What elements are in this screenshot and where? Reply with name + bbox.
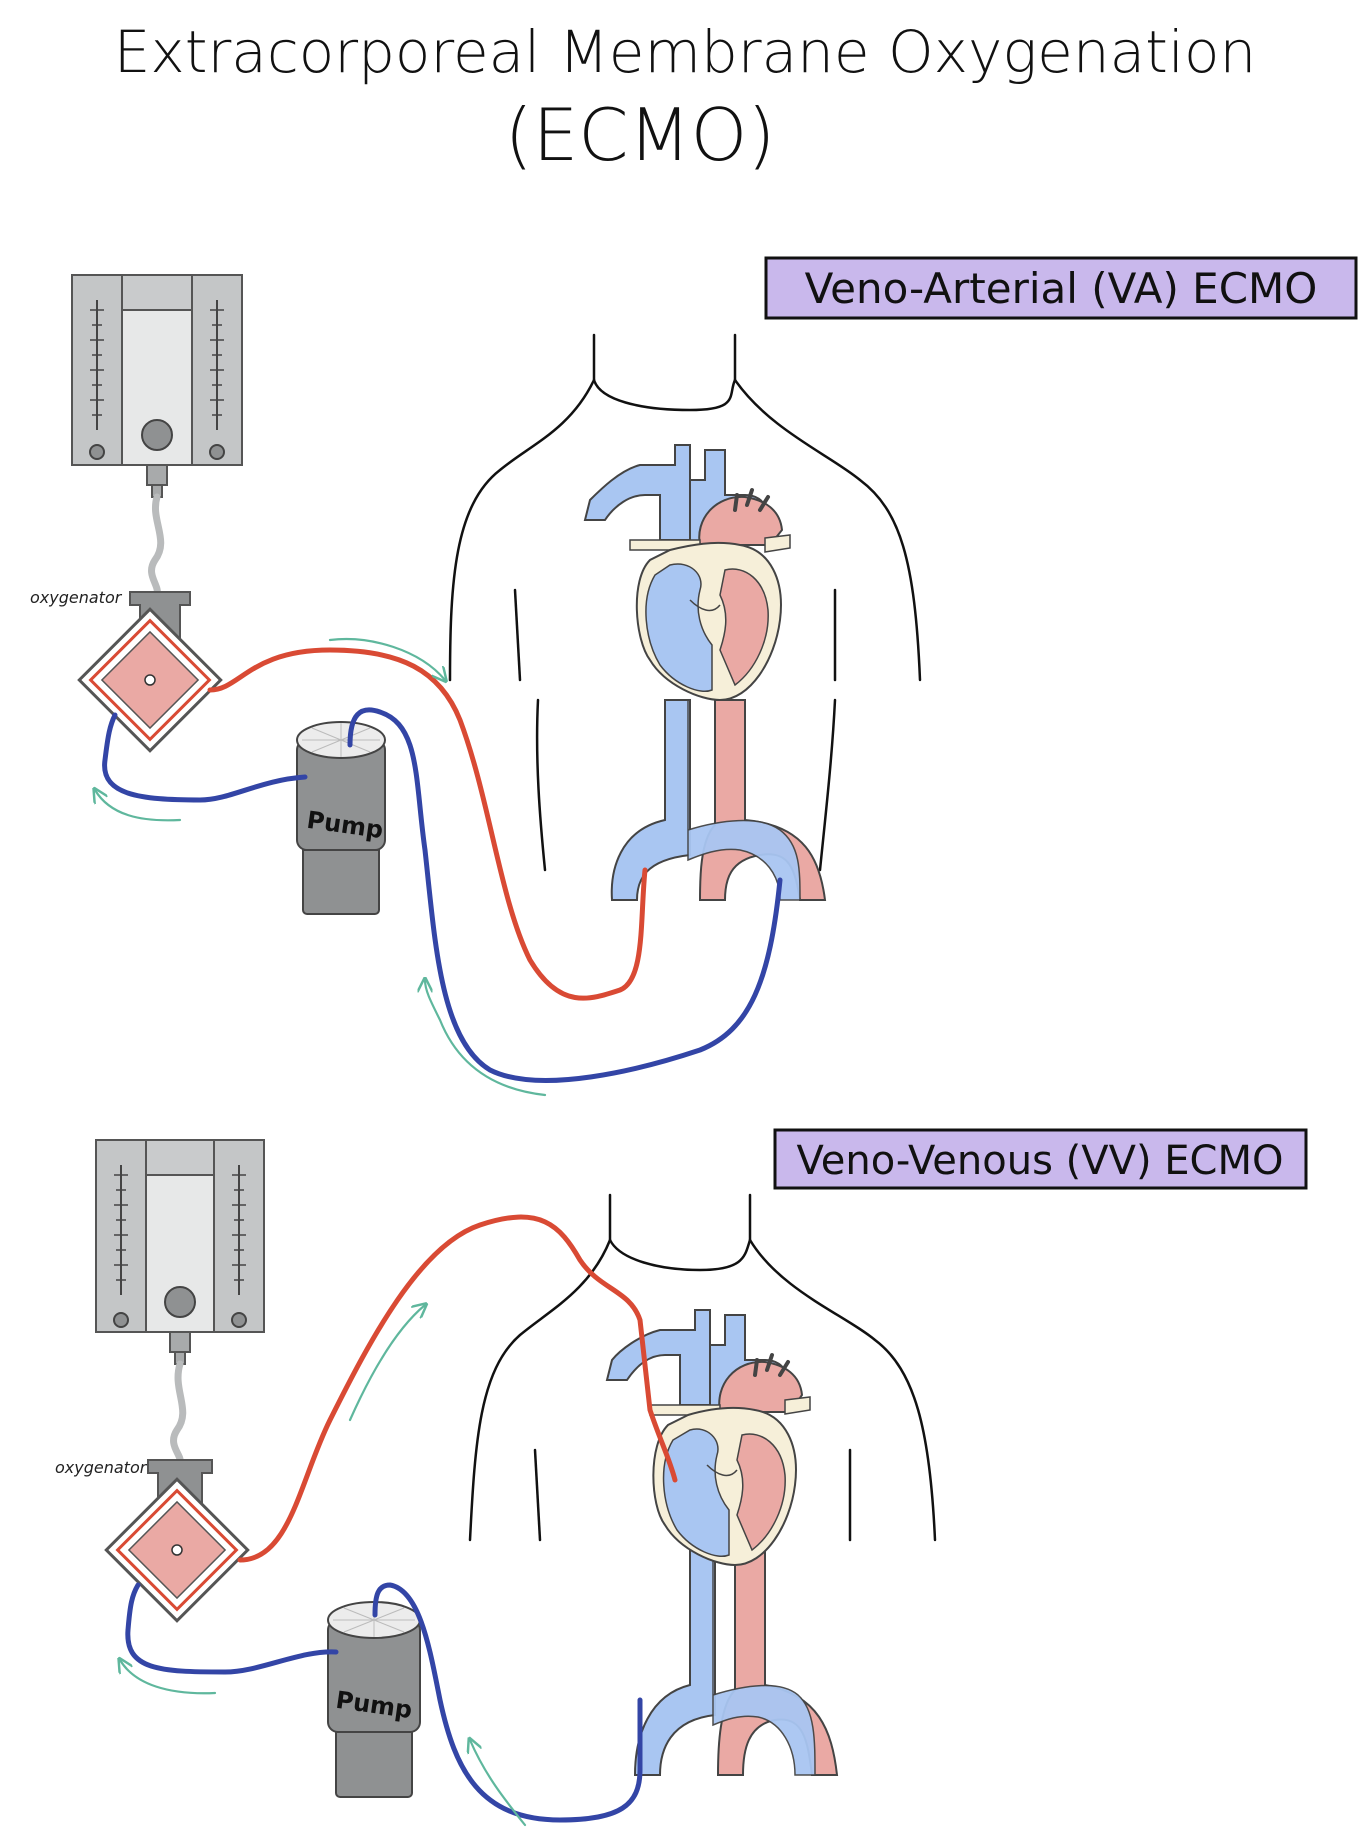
return-cannula-oxygenated-1 xyxy=(207,647,648,1001)
torso-1 xyxy=(448,333,922,872)
oxygenator-label-1: oxygenator xyxy=(30,588,123,607)
gas-blender-2 xyxy=(95,1139,265,1365)
panel-label-va: Veno-Arterial (VA) ECMO xyxy=(764,256,1358,320)
heart-and-vessels-2 xyxy=(605,1309,839,1776)
title-line-2: (ECMO) xyxy=(505,93,776,177)
gas-blender-1 xyxy=(71,274,243,498)
panel-label-va-text: Veno-Arterial (VA) ECMO xyxy=(805,264,1318,313)
oxygenator-label-2: oxygenator xyxy=(55,1458,148,1477)
drainage-cannula-deoxygenated-2 xyxy=(372,1582,643,1823)
torso-2 xyxy=(468,1193,937,1542)
oxygenator-1: oxygenator xyxy=(30,588,223,753)
oxygenator-2: oxygenator xyxy=(55,1458,250,1623)
oxygenator-inflow-tube-1 xyxy=(102,712,308,803)
pump-2: Pump xyxy=(327,1601,421,1798)
title-line-1: Extracorporeal Membrane Oxygenation xyxy=(114,18,1256,86)
heart-and-vessels-1 xyxy=(583,444,827,901)
drainage-cannula-deoxygenated-1 xyxy=(347,707,783,1083)
panel-label-vv: Veno-Venous (VV) ECMO xyxy=(773,1128,1308,1190)
panel-va-ecmo: Veno-Arterial (VA) ECMO xyxy=(30,256,1358,1097)
oxygenator-inflow-tube-2 xyxy=(125,1582,339,1675)
panel-vv-ecmo: Veno-Venous (VV) ECMO xyxy=(55,1128,1308,1827)
flow-arrows-2 xyxy=(120,1305,527,1827)
return-cannula-oxygenated-2 xyxy=(237,1214,678,1563)
pump-1: Pump xyxy=(296,721,386,915)
panel-label-vv-text: Veno-Venous (VV) ECMO xyxy=(797,1138,1284,1184)
flow-arrows-1 xyxy=(95,638,547,1097)
